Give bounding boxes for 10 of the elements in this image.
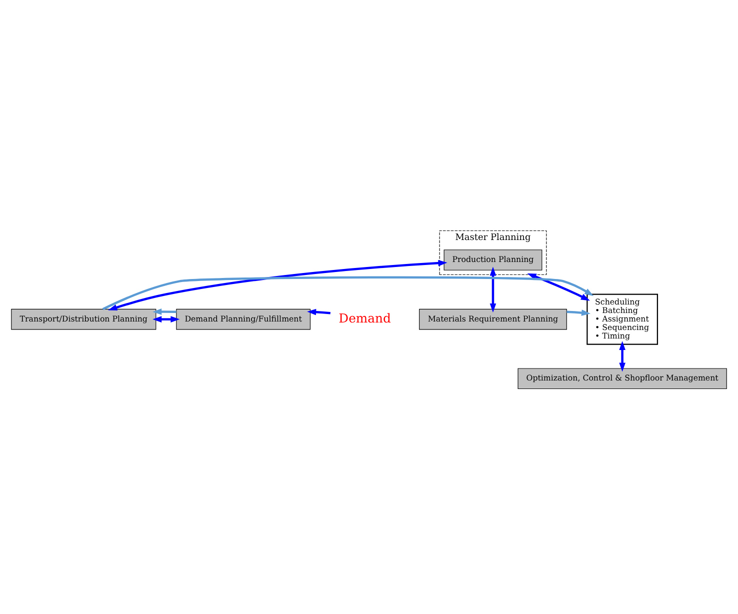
node-text: Demand	[338, 310, 391, 325]
arrow	[152, 308, 176, 314]
arrow	[102, 276, 594, 310]
arrow	[152, 316, 180, 322]
arrow	[619, 340, 626, 372]
arrow	[527, 272, 590, 300]
arrow	[108, 259, 448, 310]
arrow	[307, 308, 331, 315]
arrow	[490, 266, 496, 312]
arrow	[566, 309, 591, 316]
